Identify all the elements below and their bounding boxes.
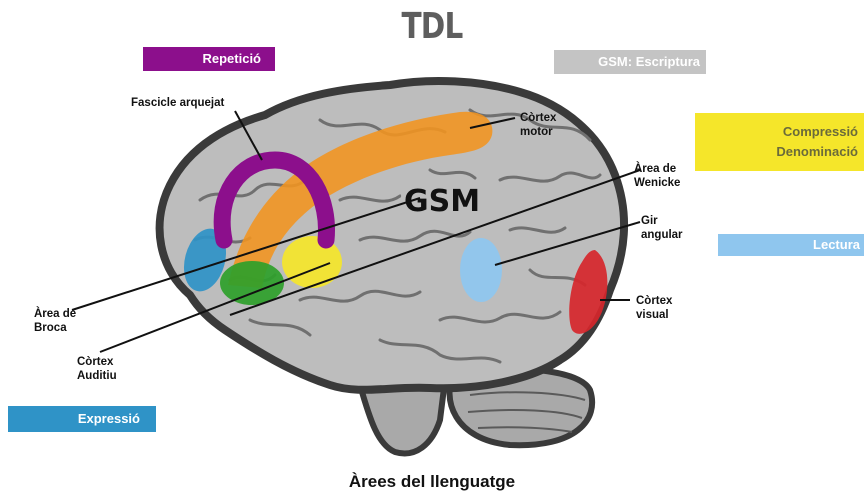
figure-caption: Àrees del llenguatge bbox=[348, 472, 516, 491]
label-cortex-motor-line1: Còrtex bbox=[520, 112, 557, 124]
cortex-visual-region bbox=[569, 250, 608, 334]
tag-denominacio: Denominació bbox=[776, 144, 858, 159]
label-area-broca-line1: Àrea de bbox=[34, 308, 77, 320]
label-cortex-visual: Còrtex visual bbox=[636, 294, 672, 322]
gsm-center-label: GSM bbox=[404, 184, 481, 219]
cortex-auditiu-region bbox=[220, 261, 284, 305]
tag-lectura: Lectura bbox=[718, 234, 864, 256]
cortex-motor-region bbox=[228, 111, 493, 288]
label-gir-angular: Gir angular bbox=[641, 214, 683, 242]
label-gir-angular-line1: Gir bbox=[641, 215, 658, 227]
tag-compressio-denominacio: Compressió Denominació bbox=[695, 113, 864, 171]
brainstem bbox=[356, 376, 449, 457]
gir-angular-region bbox=[460, 238, 502, 302]
fascicle-arquejat-region bbox=[213, 151, 335, 249]
label-area-wernicke-line2: Wenicke bbox=[634, 177, 681, 189]
tag-compressio: Compressió bbox=[782, 124, 858, 139]
label-area-broca: Àrea de Broca bbox=[34, 307, 76, 335]
label-cortex-auditiu: Còrtex Auditiu bbox=[77, 355, 117, 383]
label-area-wernicke: Àrea de Wenicke bbox=[634, 162, 680, 190]
label-cortex-visual-line1: Còrtex bbox=[636, 295, 673, 307]
tag-expressio: Expressió bbox=[8, 406, 156, 432]
label-cortex-motor: Còrtex motor bbox=[520, 111, 556, 139]
tag-repeticio: Repetició bbox=[143, 47, 275, 71]
label-cortex-visual-line2: visual bbox=[636, 309, 669, 321]
label-fascicle-arquejat: Fascicle arquejat bbox=[131, 97, 225, 109]
gsm-label-bg bbox=[401, 186, 487, 220]
leader-lines bbox=[71, 110, 641, 353]
page-title: TDL bbox=[401, 6, 463, 47]
label-area-broca-line2: Broca bbox=[34, 322, 67, 334]
label-cortex-auditiu-line1: Còrtex bbox=[77, 356, 114, 368]
label-gir-angular-line2: angular bbox=[641, 229, 683, 241]
tag-gsm-escriptura: GSM: Escriptura bbox=[554, 50, 706, 74]
label-area-wernicke-line1: Àrea de bbox=[634, 163, 677, 175]
area-broca-region bbox=[183, 228, 227, 292]
label-cortex-motor-line2: motor bbox=[520, 126, 553, 138]
label-cortex-auditiu-line2: Auditiu bbox=[77, 370, 117, 382]
